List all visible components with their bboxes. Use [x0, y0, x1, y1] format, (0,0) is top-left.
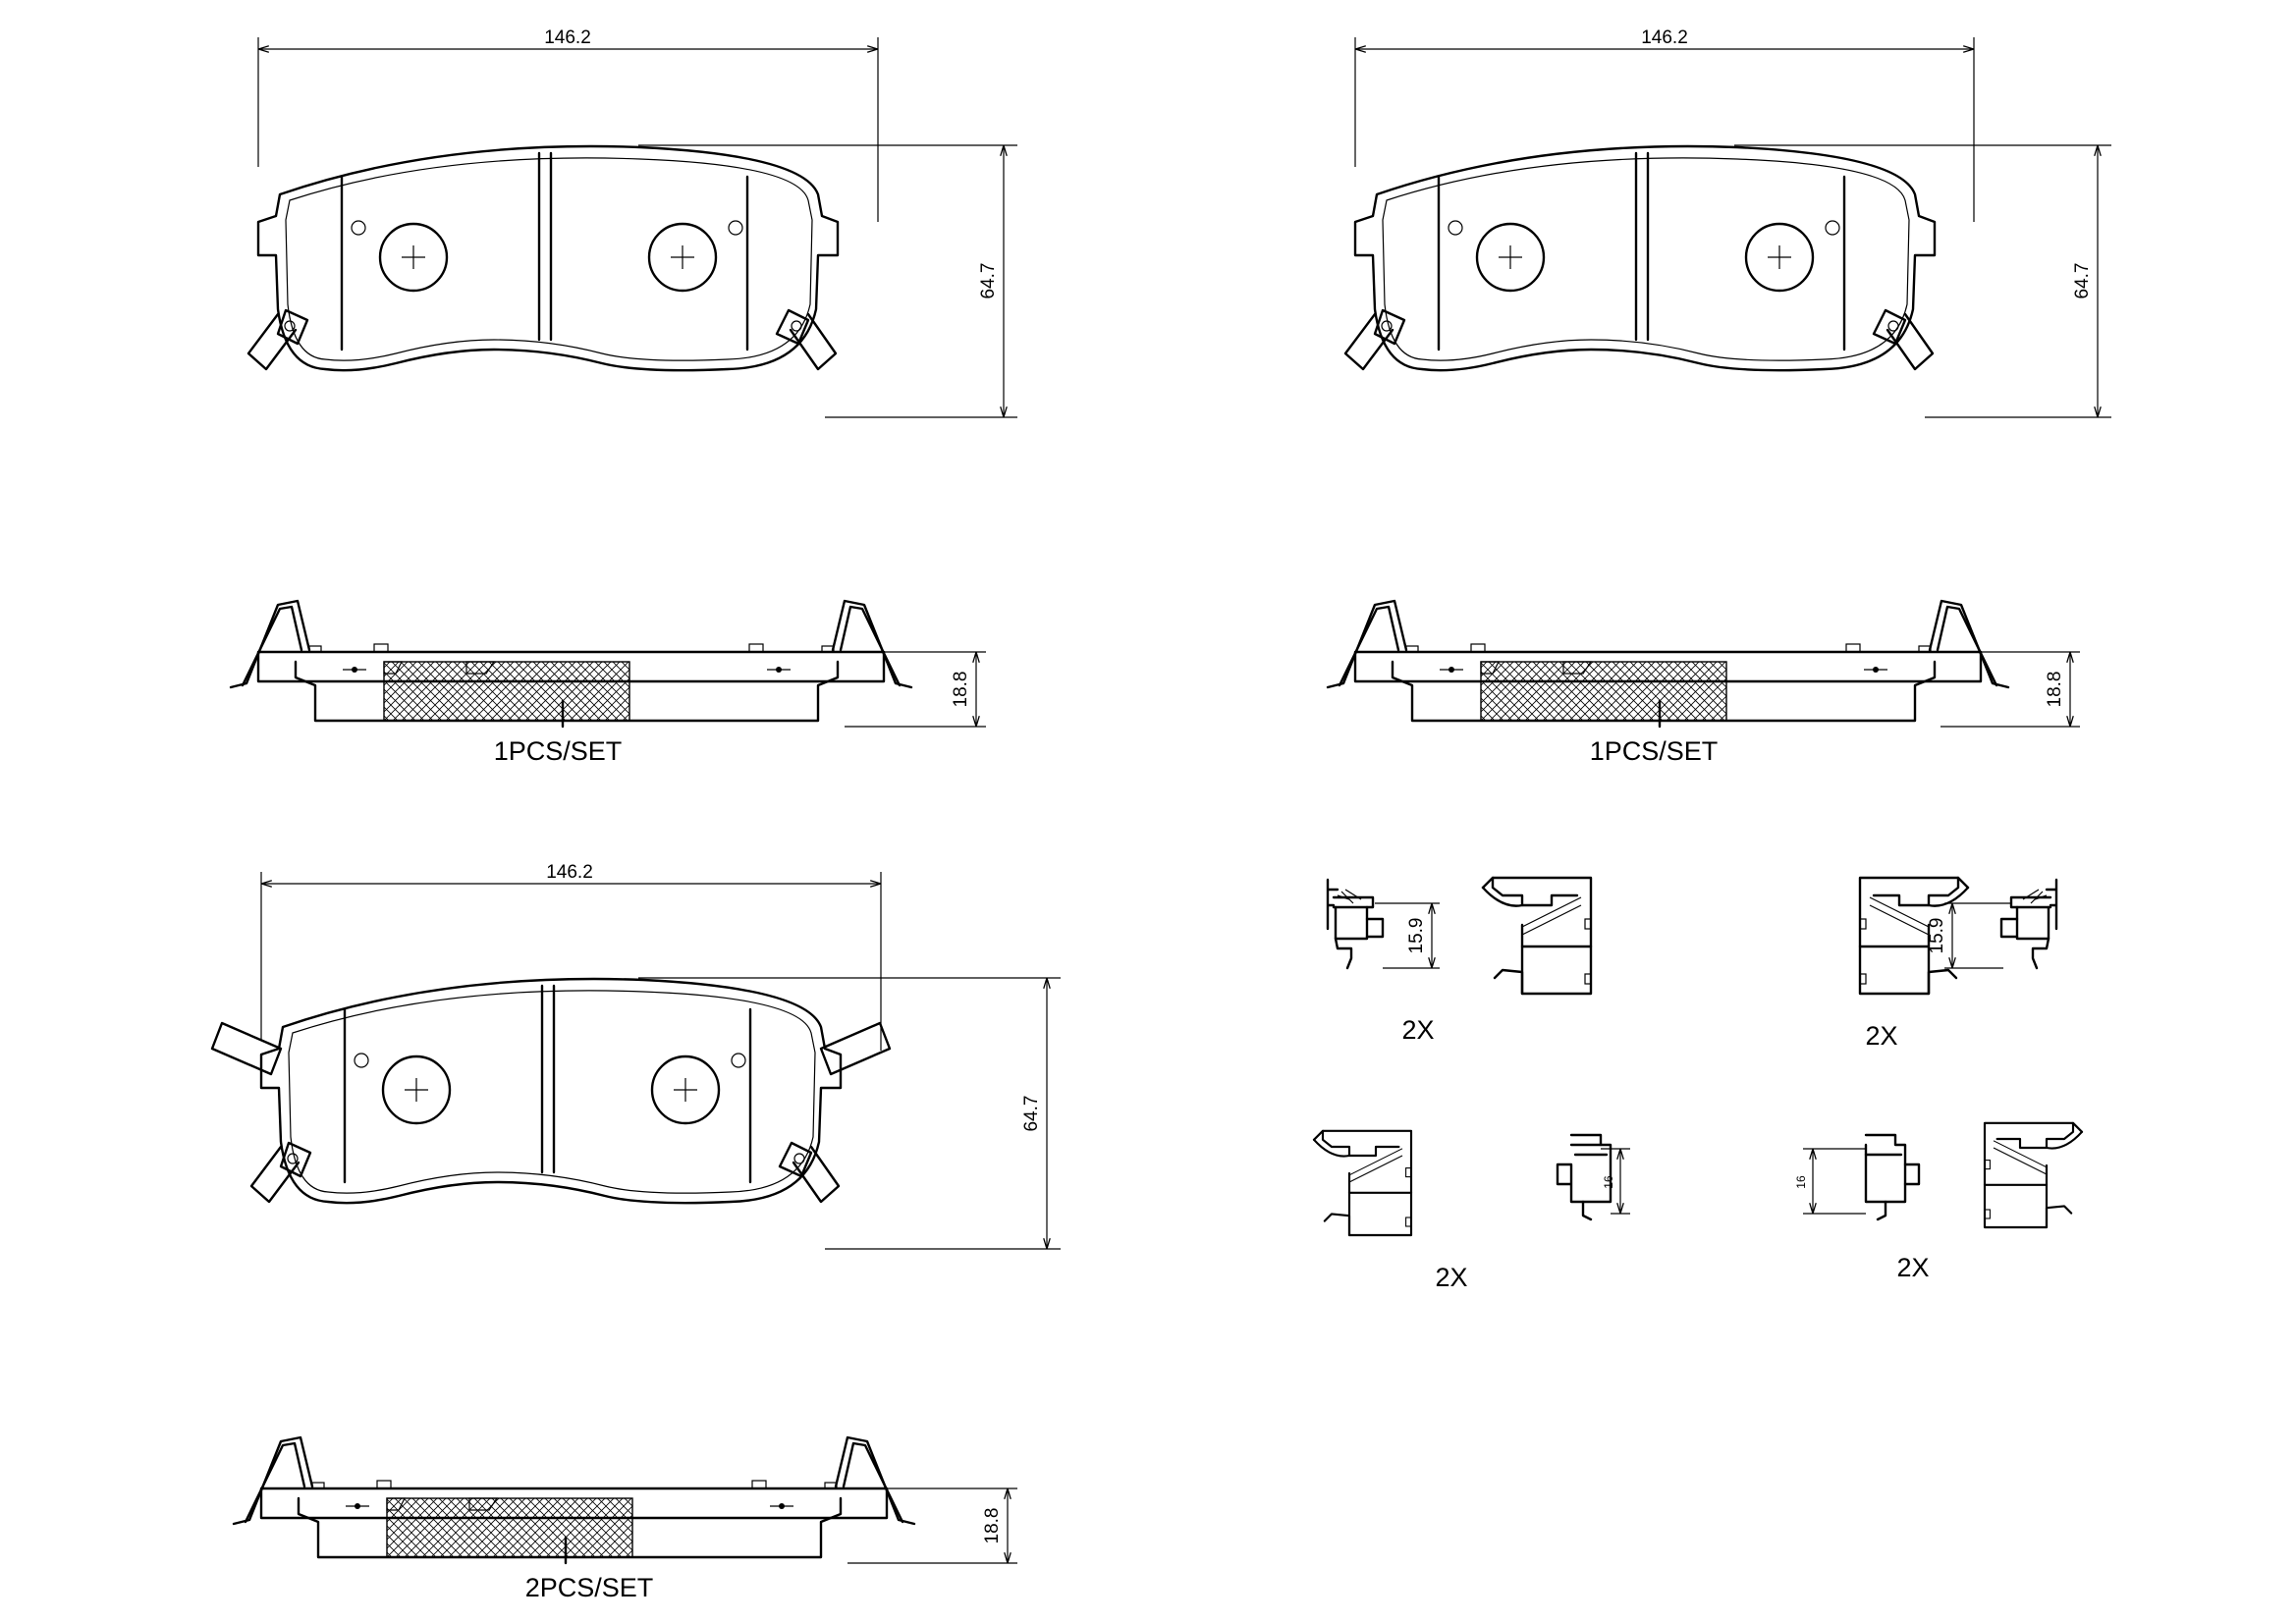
thickness-dimension-top-right: 18.8	[1941, 651, 2080, 728]
height-dimension-middle: 64.7	[638, 977, 1061, 1250]
clip-dim-15-9-b: 15.9	[1927, 902, 2011, 969]
clip-group-2: 15.9 2X	[1858, 876, 2058, 1051]
thickness-label: 18.8	[951, 672, 971, 708]
width-dimension-top-right: 146.2	[1354, 27, 1975, 222]
pad-front-view-middle	[210, 977, 892, 1205]
clip-quantity-2: 2X	[1865, 1021, 1897, 1051]
clip-dim-label: 15.9	[1406, 918, 1427, 954]
height-dimension-top-right: 64.7	[1734, 144, 2111, 418]
width-label: 146.2	[546, 862, 593, 883]
pad-front-view-top-left	[246, 144, 840, 372]
clip-dim-label: 15.9	[1927, 918, 1947, 954]
pad-side-view-top-left	[229, 599, 913, 729]
caption-set-1-right: 1PCS/SET	[1590, 736, 1719, 766]
pad-side-view-top-right	[1326, 599, 2010, 729]
pad-side-view-bottom	[232, 1435, 916, 1565]
pad-front-view-top-right	[1343, 144, 1937, 372]
thickness-label: 18.8	[982, 1508, 1003, 1544]
clip-quantity-4: 2X	[1896, 1253, 1929, 1282]
width-label: 146.2	[544, 27, 591, 48]
clip-dim-16-b: 16	[1794, 1148, 1866, 1215]
height-dimension-top-left: 64.7	[638, 144, 1017, 418]
height-label: 64.7	[2072, 263, 2093, 299]
caption-set-1-left: 1PCS/SET	[494, 736, 623, 766]
thickness-dimension-bottom: 18.8	[847, 1488, 1017, 1564]
clip-dim-15-9-a: 15.9	[1375, 902, 1440, 969]
width-label: 146.2	[1641, 27, 1688, 48]
clip-group-3: 16 2X	[1312, 1129, 1630, 1292]
width-dimension-top-left: 146.2	[257, 27, 879, 222]
caption-set-2: 2PCS/SET	[525, 1573, 654, 1602]
clip-dim-label: 16	[1602, 1175, 1615, 1189]
clip-group-4: 16 2X	[1794, 1121, 2084, 1282]
thickness-label: 18.8	[2045, 672, 2065, 708]
height-label: 64.7	[1021, 1096, 1042, 1132]
thickness-dimension-top-left: 18.8	[845, 651, 986, 728]
clip-quantity-1: 2X	[1401, 1015, 1434, 1045]
height-label: 64.7	[978, 263, 999, 299]
clip-dim-16-a: 16	[1601, 1148, 1630, 1215]
clip-quantity-3: 2X	[1435, 1263, 1467, 1292]
width-dimension-middle: 146.2	[260, 862, 882, 1051]
clip-group-1: 15.9 2X	[1326, 876, 1593, 1045]
clip-dim-label: 16	[1794, 1175, 1808, 1189]
